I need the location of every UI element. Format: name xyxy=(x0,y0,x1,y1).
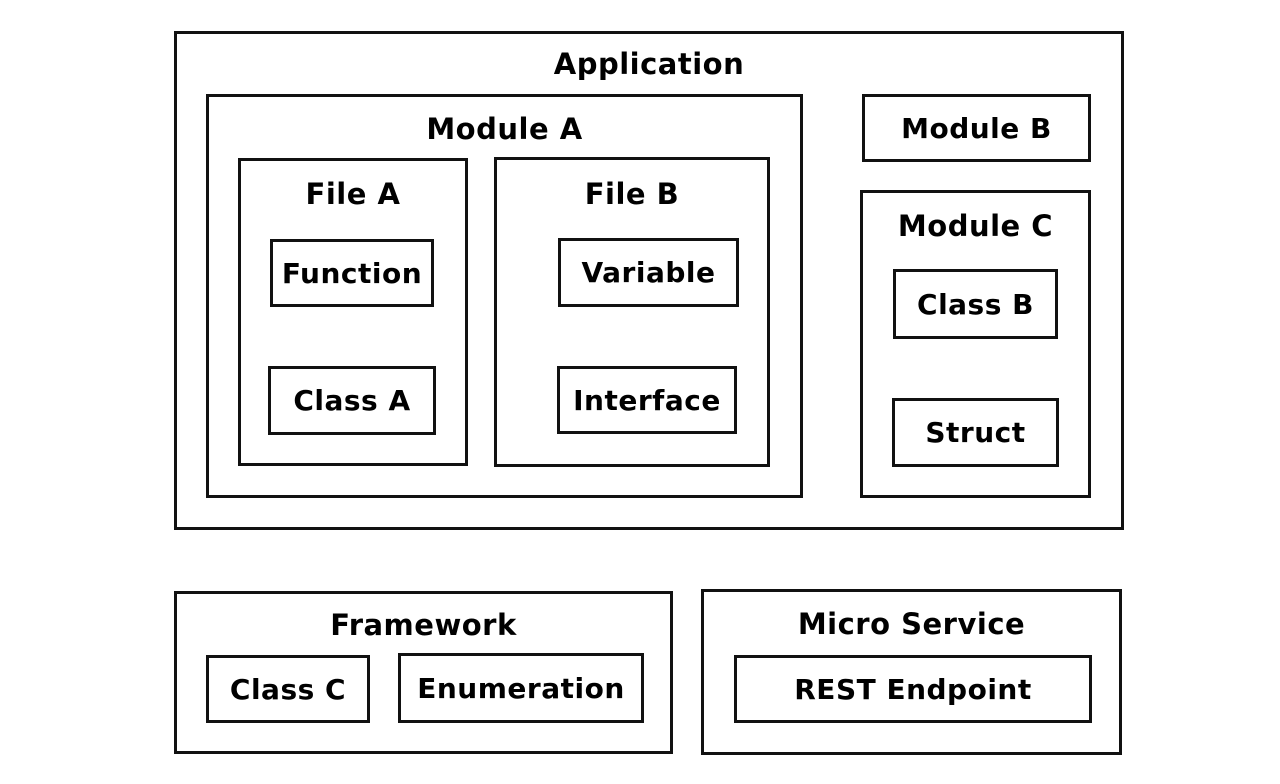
file-b-title: File B xyxy=(584,177,680,211)
rest-endpoint-node: REST Endpoint xyxy=(734,655,1092,723)
file-a-title: File A xyxy=(305,177,401,211)
framework-title: Framework xyxy=(330,608,517,642)
enumeration-node: Enumeration xyxy=(398,653,644,723)
struct-node: Struct xyxy=(892,398,1059,467)
module-c-title: Module C xyxy=(897,209,1054,243)
class-b-node: Class B xyxy=(893,269,1058,339)
function-node: Function xyxy=(270,239,434,307)
application-title: Application xyxy=(553,47,745,81)
micro-service-title: Micro Service xyxy=(797,607,1026,641)
module-b-node: Module B xyxy=(862,94,1091,162)
class-a-node: Class A xyxy=(268,366,436,435)
interface-node: Interface xyxy=(557,366,737,434)
class-c-node: Class C xyxy=(206,655,370,723)
variable-node: Variable xyxy=(558,238,739,307)
module-a-title: Module A xyxy=(426,112,583,146)
